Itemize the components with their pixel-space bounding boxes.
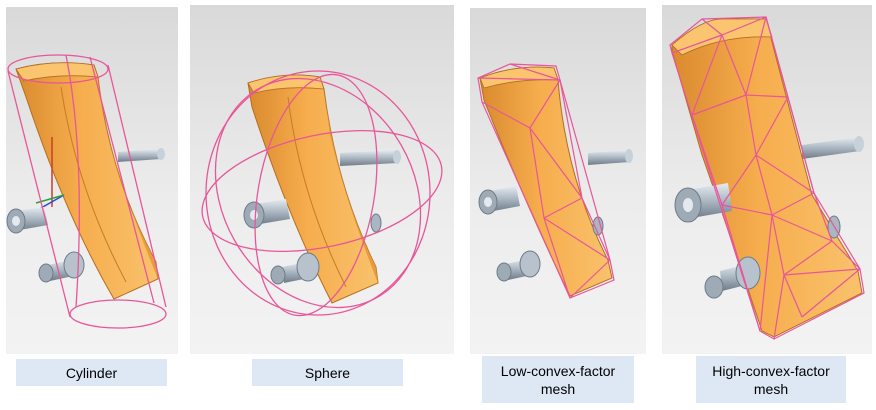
sphere-label: Sphere	[252, 359, 403, 386]
bracket-part	[478, 66, 633, 297]
sphere-wireframe	[201, 70, 443, 317]
high-convex-mesh-panel	[662, 5, 872, 354]
sphere-envelope-panel	[190, 5, 454, 354]
low-convex-mesh-label: Low-convex-factor mesh	[482, 356, 634, 403]
bracket-part	[671, 18, 864, 338]
low-convex-mesh-panel	[470, 8, 646, 354]
high-convex-mesh-wireframe	[669, 16, 865, 340]
high-convex-mesh-label: High-convex-factor mesh	[696, 356, 846, 403]
cylinder-wireframe	[7, 54, 167, 329]
bracket-part	[6, 62, 165, 300]
low-convex-mesh-wireframe	[477, 63, 615, 299]
cylinder-envelope-panel	[6, 7, 178, 354]
bracket-part	[243, 74, 401, 304]
cylinder-label: Cylinder	[16, 359, 167, 386]
